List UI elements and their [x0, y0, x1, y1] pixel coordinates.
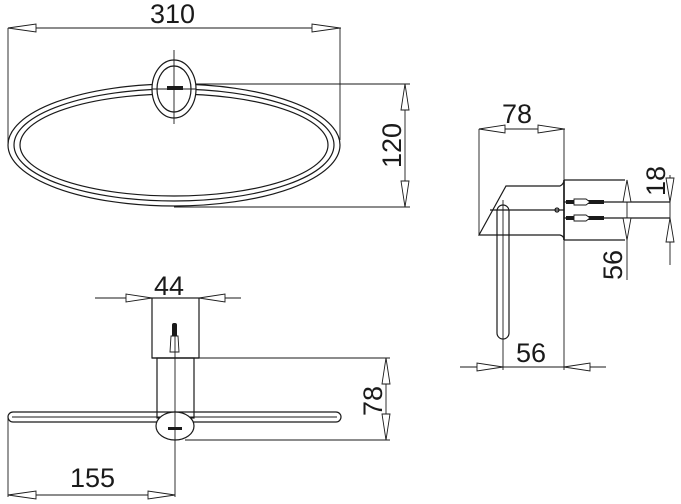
dimension-mount-height-56: 56: [598, 250, 628, 280]
arm-top: [156, 357, 195, 419]
screw-slot-icon: [167, 86, 183, 90]
dimension-projection-78: 78: [358, 386, 388, 416]
screw-icon: [169, 323, 180, 353]
side-view: 78 56 18: [460, 99, 675, 372]
arrow-icon: [7, 23, 37, 33]
arrow-icon: [622, 217, 632, 241]
arrow-icon: [311, 23, 341, 33]
arrow-icon: [7, 490, 37, 500]
arrow-icon: [381, 413, 391, 441]
front-view: 310 120: [7, 0, 410, 208]
top-view: 44 78 155: [7, 271, 391, 500]
arrow-icon: [198, 293, 226, 303]
arrow-icon: [537, 124, 565, 134]
arrow-icon: [400, 83, 410, 111]
dimension-height-120: 120: [377, 123, 407, 168]
dimension-mount-width-44: 44: [154, 271, 184, 301]
screw-icon: [564, 214, 670, 222]
dimension-ring-offset-56: 56: [516, 338, 546, 368]
arrow-icon: [563, 362, 591, 372]
arrow-icon: [147, 490, 176, 500]
pivot-point: [554, 207, 560, 213]
dimension-half-length-155: 155: [70, 463, 115, 493]
arrow-icon: [478, 124, 506, 134]
screw-icon: [564, 198, 670, 206]
dimension-depth-78: 78: [502, 99, 532, 129]
arrow-icon: [622, 179, 632, 203]
arrow-icon: [400, 180, 410, 208]
dimension-width-310: 310: [150, 0, 195, 29]
arrow-icon: [125, 293, 153, 303]
arrow-icon: [381, 357, 391, 385]
arrow-icon: [476, 362, 504, 372]
dimension-screw-spacing-18: 18: [641, 166, 671, 196]
arrow-icon: [665, 177, 675, 203]
arrow-icon: [665, 217, 675, 243]
